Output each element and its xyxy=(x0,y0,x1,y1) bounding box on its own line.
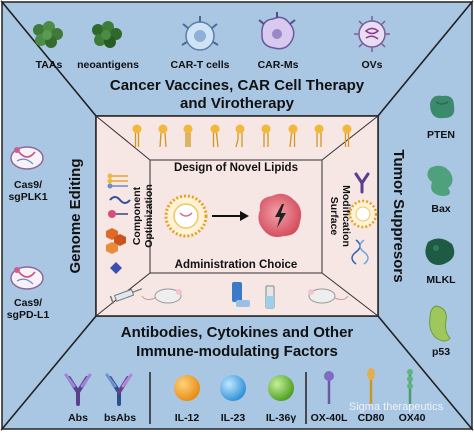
left-item-label: sgPLK1 xyxy=(8,191,47,203)
right-item-label: MLKL xyxy=(426,274,456,286)
bottom-section-title: Antibodies, Cytokines and Other xyxy=(121,324,354,341)
mlkl-protein-icon xyxy=(425,238,455,265)
top-item-label: CAR-Ms xyxy=(258,59,299,71)
top-item-label: neoantigens xyxy=(77,59,139,71)
center-top-label: Design of Novel Lipids xyxy=(174,162,298,174)
cas9-plasmid-icon xyxy=(10,266,44,290)
top-item-label: OVs xyxy=(361,59,382,71)
lipid-nanoparticle-icon xyxy=(164,194,208,238)
oncolytic-virus-icon xyxy=(354,16,390,52)
bottom-item-label: OX40 xyxy=(399,412,426,424)
watermark: Sigma therapeutics xyxy=(349,401,444,413)
car-macrophage-icon xyxy=(258,12,296,50)
bottom-item-label: IL-23 xyxy=(221,412,246,424)
il36-sphere-icon xyxy=(268,375,294,401)
mouse-icon xyxy=(308,288,349,304)
component-pin-icon xyxy=(108,210,128,218)
component-lipid-stack-icon xyxy=(107,173,128,189)
center-left-label: Component xyxy=(131,186,143,245)
top-section-title: Cancer Vaccines, CAR Cell Therapy xyxy=(110,77,365,94)
bottom-section-title: Immune-modulating Factors xyxy=(136,343,338,360)
center-left-label: Optimization xyxy=(143,184,155,248)
bispecific-antibody-icon xyxy=(105,373,133,406)
left-item-label: Cas9/ xyxy=(14,179,42,191)
right-section-title: Tumor Suppresors xyxy=(390,149,407,282)
center-right-label: Surface xyxy=(328,197,340,236)
left-item-label: Cas9/ xyxy=(14,297,42,309)
neoantigen-cluster-icon xyxy=(92,21,122,48)
left-section-title: Genome Editing xyxy=(67,158,84,273)
component-diamond-icon xyxy=(110,262,122,274)
inhaler-icon xyxy=(232,282,250,307)
bax-protein-icon xyxy=(427,165,453,196)
bottom-item-label: IL-36γ xyxy=(266,412,297,424)
center-right-label: Modification xyxy=(340,185,352,247)
antibody-icon xyxy=(64,373,92,406)
surface-dna-icon xyxy=(351,239,369,265)
bottom-item-label: OX-40L xyxy=(311,412,348,424)
component-peg-chain-icon xyxy=(109,196,131,204)
right-item-label: Bax xyxy=(431,203,450,215)
top-section-title: and Virotherapy xyxy=(180,95,295,112)
cas9-plasmid-icon xyxy=(10,146,44,170)
car-t-cell-icon xyxy=(181,16,219,51)
bottom-item-label: IL-12 xyxy=(175,412,200,424)
lipid-molecules xyxy=(132,124,352,148)
syringe-icon xyxy=(109,288,143,304)
right-item-label: p53 xyxy=(432,346,450,358)
right-item-label: PTEN xyxy=(427,129,455,141)
perspective-line xyxy=(321,115,379,161)
cd80-receptor-icon xyxy=(367,368,375,404)
center-bottom-label: Administration Choice xyxy=(175,259,298,271)
bottom-item-label: Abs xyxy=(68,412,88,424)
ox40l-receptor-icon xyxy=(324,371,334,404)
surface-antibody-icon xyxy=(354,172,370,194)
bottom-item-label: bsAbs xyxy=(104,412,136,424)
surface-lnp-icon xyxy=(348,199,378,229)
ox40-receptor-icon xyxy=(407,369,413,404)
bottom-item-label: CD80 xyxy=(358,412,385,424)
il12-sphere-icon xyxy=(174,375,200,401)
arrow-icon xyxy=(212,211,249,221)
vial-icon xyxy=(265,285,275,309)
perspective-line xyxy=(321,272,379,317)
tumor-cell-icon xyxy=(258,193,302,237)
mouse-icon xyxy=(141,288,182,304)
component-cholesterol-icon xyxy=(106,228,126,254)
left-item-label: sgPD-L1 xyxy=(7,309,50,321)
p53-protein-icon xyxy=(429,305,451,342)
top-item-label: CAR-T cells xyxy=(171,59,230,71)
il23-sphere-icon xyxy=(220,375,246,401)
pten-protein-icon xyxy=(430,95,455,119)
taa-cluster-icon xyxy=(33,21,63,48)
perspective-line xyxy=(95,115,151,161)
top-item-label: TAAs xyxy=(36,59,63,71)
center-inner-box xyxy=(149,159,323,274)
